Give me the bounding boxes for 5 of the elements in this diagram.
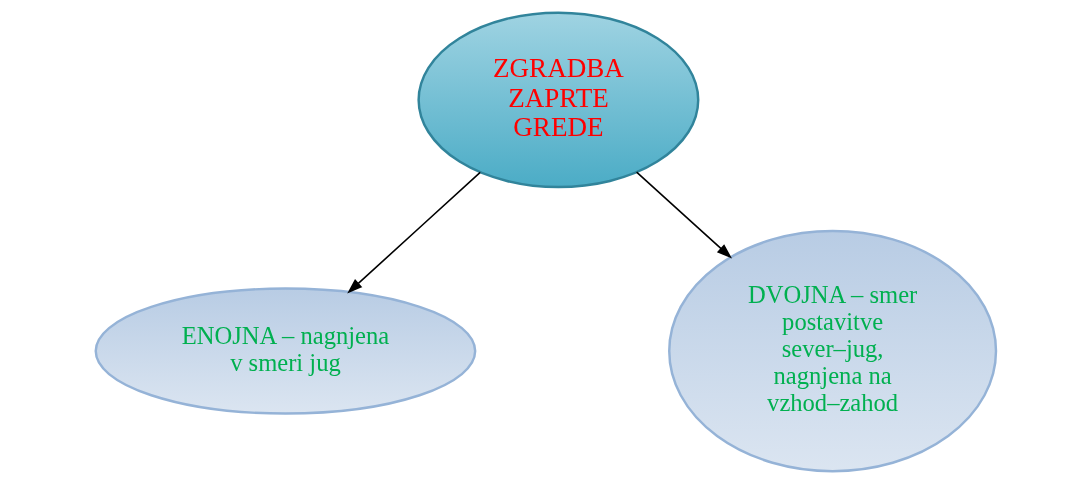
arrow (635, 171, 732, 259)
node-ellipse: ENOJNA – nagnjena v smeri jug (94, 287, 476, 415)
arrow (346, 171, 481, 294)
node-ellipse: ZGRADBA ZAPRTE GREDE (416, 11, 699, 189)
node-ellipse: DVOJNA – smer postavitve sever–jug, nagnjena na vzhod–zahod (667, 229, 997, 473)
